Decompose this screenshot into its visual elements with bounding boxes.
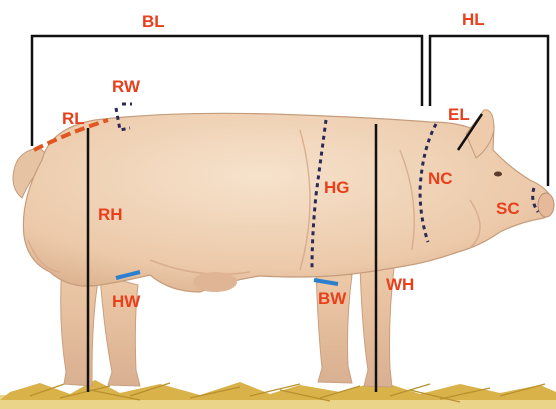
label-snout-circumference: SC xyxy=(496,199,520,218)
pig-eye xyxy=(494,172,502,177)
label-rump-height: RH xyxy=(98,205,123,224)
label-withers-height: WH xyxy=(386,275,414,294)
label-head-length: HL xyxy=(462,10,485,29)
label-bone-width: BW xyxy=(318,289,347,308)
label-body-length: BL xyxy=(142,12,165,31)
label-neck-circumference: NC xyxy=(428,169,453,188)
pig-snout xyxy=(538,193,554,217)
pig-udder-shadow xyxy=(193,272,237,292)
label-rump-length: RL xyxy=(62,109,85,128)
label-hip-width: HW xyxy=(112,292,141,311)
label-ear-length: EL xyxy=(448,105,470,124)
label-heart-girth: HG xyxy=(324,178,350,197)
label-rump-width: RW xyxy=(112,77,141,96)
